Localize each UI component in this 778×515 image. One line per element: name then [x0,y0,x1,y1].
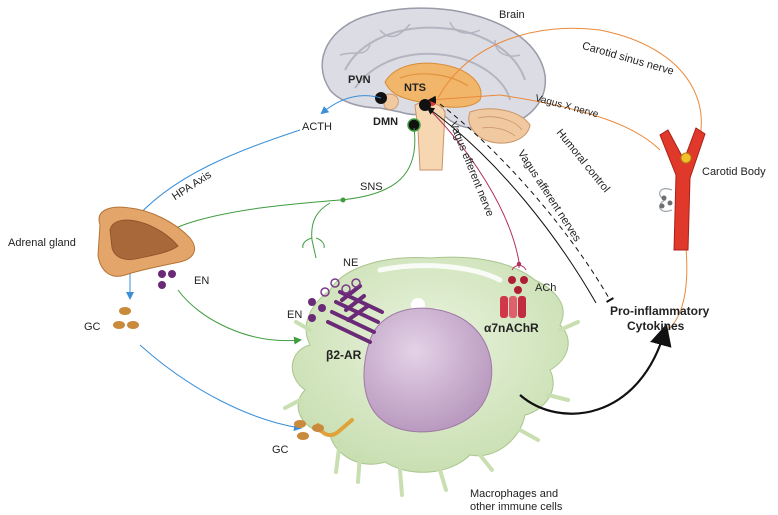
gc-to-receptor-arrow [139,344,302,431]
gc-molecules-top [113,307,139,329]
cytokines-label-line1: Pro-inflammatory [610,304,710,318]
cell-nucleus [363,307,493,433]
gc-top-label: GC [84,321,101,333]
beta2-ar-receptor [326,284,384,344]
adrenal-gland-label: Adrenal gland [8,237,76,249]
en-cell-molecules [308,298,326,322]
en-cell-label: EN [287,309,303,321]
beta2-ar-label: β2-AR [326,348,362,362]
sns-label: SNS [360,181,383,193]
brain-shape [321,7,546,171]
brain-label: Brain [499,9,525,21]
sns-to-adrenal-nerve [164,127,416,236]
carotid-body-label: Carotid Body [702,166,766,178]
macrophage-label-line1: Macrophages and [470,488,559,500]
sns-to-cell-nerve [311,202,331,259]
ach-molecules [508,276,528,294]
en-adrenal-label: EN [194,275,210,287]
acth-label: ACTH [302,121,332,133]
ne-molecules [320,278,361,297]
gc-receptor [294,418,354,440]
ach-label: ACh [535,282,557,294]
nts-label: NTS [404,82,426,94]
vagus-x-nerve-line [428,94,661,151]
macrophage-label-line2: other immune cells [470,501,563,513]
cytokines-label-line2: Cytokines [627,319,685,333]
carotid-sinus-nerve-line [437,27,702,171]
en-to-receptor-arrow [177,289,302,345]
gc-bottom-label: GC [272,444,289,456]
adrenal-gland-shape [97,206,196,277]
cell-to-cytokines-arrow [519,323,672,415]
vagus-afferent-line [426,106,597,304]
ne-label: NE [343,257,359,269]
carotid-body-shape [659,127,706,251]
humoral-control-line [439,103,614,303]
a7nachr-label: α7nAChR [484,321,539,335]
a7nachr-receptor [500,296,526,318]
pvn-label: PVN [348,74,371,86]
hpa-axis-arrow [128,129,301,227]
vagus-efferent-nerve [427,107,520,263]
dmn-label: DMN [373,116,399,128]
en-adrenal-molecules [158,270,176,289]
pvn-to-acth-arrow [320,95,382,115]
